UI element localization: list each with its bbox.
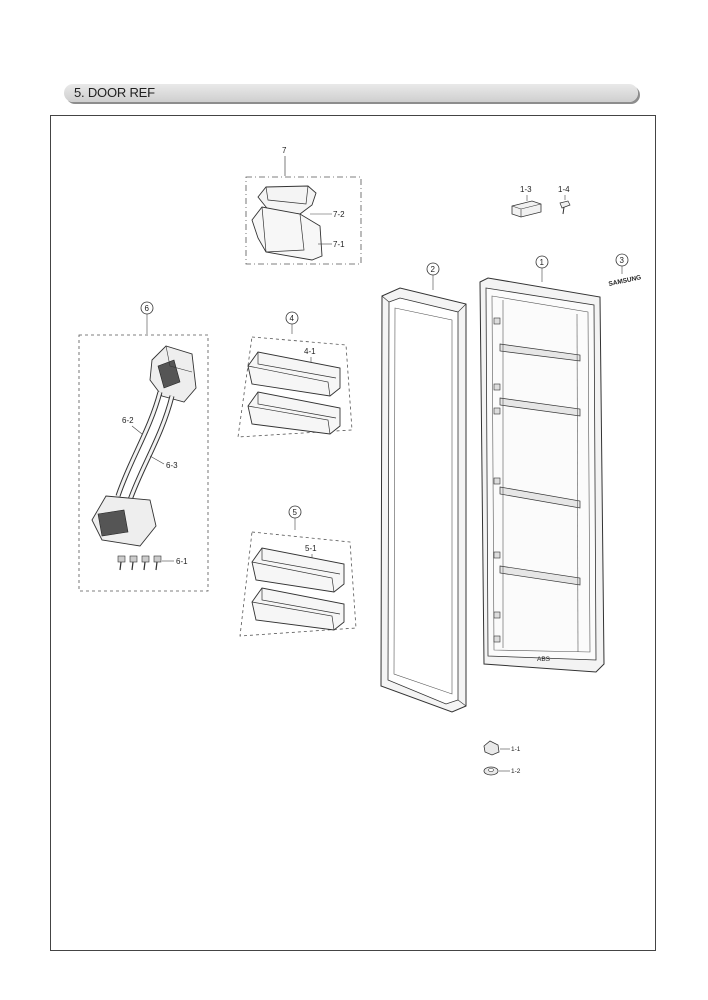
callout-7-1: 7-1	[333, 240, 345, 249]
part-group-5: 5 5-1	[239, 505, 357, 637]
abs-marking: ABS	[537, 656, 551, 663]
callout-6-2: 6-2	[122, 416, 134, 425]
callout-6: 6	[145, 304, 150, 313]
section-header: 5. DOOR REF	[64, 84, 638, 102]
part-1-1-1-2: 1-1 1-2	[483, 740, 521, 776]
part-group-7: 7 7-2 7-1	[245, 146, 362, 265]
callout-1: 1	[540, 258, 545, 267]
section-title: 5. DOOR REF	[74, 85, 155, 100]
part-1-door: ABS	[479, 277, 605, 673]
callout-7: 7	[282, 146, 287, 155]
part-1-3-1-4: 1-3 1-4	[511, 185, 571, 218]
callout-circles-top: 2 1 3 SAMSUNG	[426, 253, 642, 290]
callout-1-4: 1-4	[558, 185, 570, 194]
callout-6-3: 6-3	[166, 461, 178, 470]
callout-1-3: 1-3	[520, 185, 532, 194]
callout-2: 2	[431, 265, 436, 274]
screws-6-1	[117, 555, 162, 571]
callout-5: 5	[293, 508, 298, 517]
callout-4-1: 4-1	[304, 347, 316, 356]
callout-3: 3	[620, 256, 625, 265]
part-group-6: 6 6-2 6-3 6-1	[78, 301, 209, 592]
part-2-gasket	[380, 287, 467, 713]
callout-4: 4	[290, 314, 295, 323]
part-group-4: 4 4-1	[237, 311, 353, 438]
diagram-frame	[50, 115, 656, 951]
callout-6-1: 6-1	[176, 557, 188, 566]
samsung-badge: SAMSUNG	[608, 274, 642, 288]
callout-1-2: 1-2	[511, 768, 521, 775]
callout-1-1: 1-1	[511, 746, 521, 753]
callout-7-2: 7-2	[333, 210, 345, 219]
callout-5-1: 5-1	[305, 544, 317, 553]
